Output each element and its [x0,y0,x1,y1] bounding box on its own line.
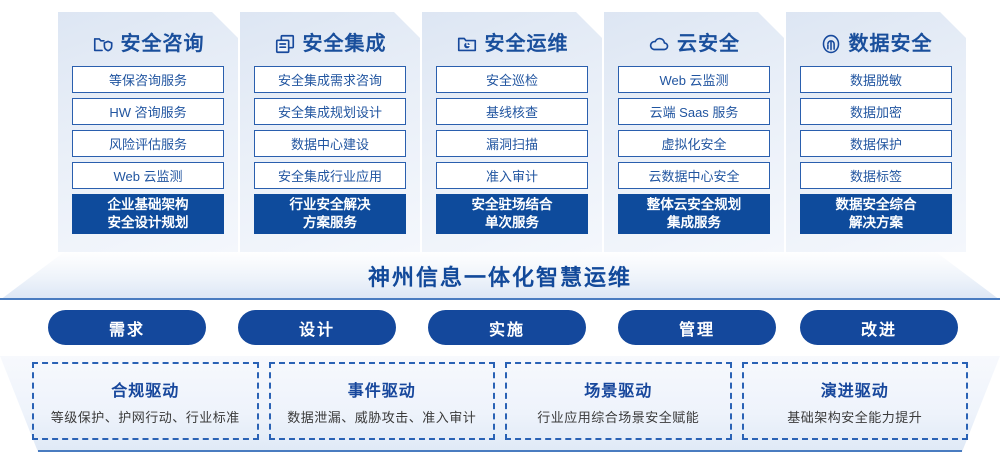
pillar-card-security-consulting[interactable]: 安全咨询 等保咨询服务 HW 咨询服务 风险评估服务 Web 云监测 企业基础架… [58,12,238,252]
driver-description: 数据泄漏、威胁攻击、准入审计 [287,409,477,425]
pillar-item[interactable]: 风险评估服务 [72,130,224,157]
pillar-highlight-item[interactable]: 整体云安全规划 集成服务 [618,194,770,234]
pillar-highlight-item[interactable]: 行业安全解决 方案服务 [254,194,406,234]
driver-title: 场景驱动 [584,382,653,400]
pillar-highlight-line: 单次服务 [485,215,539,230]
pillar-item[interactable]: 安全巡检 [436,66,588,93]
pillar-item[interactable]: 云数据中心安全 [618,162,770,189]
pillar-item-list: 数据脱敏 数据加密 数据保护 数据标签 数据安全综合 解决方案 [786,66,966,234]
pillar-highlight-item[interactable]: 企业基础架构 安全设计规划 [72,194,224,234]
fingerprint-icon [820,33,842,55]
pillar-highlight-line: 方案服务 [303,215,357,230]
pillar-item[interactable]: 漏洞扫描 [436,130,588,157]
driver-card-scenario[interactable]: 场景驱动 行业应用综合场景安全赋能 [505,362,732,440]
pillar-highlight-line: 数据安全综合 [835,197,917,213]
pillar-card-data-security[interactable]: 数据安全 数据脱敏 数据加密 数据保护 数据标签 数据安全综合 解决方案 [786,12,966,252]
pillar-item[interactable]: 安全集成需求咨询 [254,66,406,93]
driver-description: 基础架构安全能力提升 [787,409,923,425]
drivers-row: 合规驱动 等级保护、护网行动、行业标准 事件驱动 数据泄漏、威胁攻击、准入审计 … [0,362,1000,440]
stage-pill-management[interactable]: 管理 [618,310,776,345]
pillar-item[interactable]: 等保咨询服务 [72,66,224,93]
pillar-highlight-line: 整体云安全规划 [646,197,742,213]
banner-underline [0,298,1000,300]
pillar-header: 数据安全 [786,22,966,66]
pillar-highlight-line: 解决方案 [849,215,903,230]
pillar-item[interactable]: 安全集成行业应用 [254,162,406,189]
pillar-card-security-operations[interactable]: 安全运维 安全巡检 基线核查 漏洞扫描 准入审计 安全驻场结合 单次服务 [422,12,602,252]
driver-title: 事件驱动 [347,382,416,400]
driver-description: 行业应用综合场景安全赋能 [537,409,700,425]
pillar-header: 安全运维 [422,22,602,66]
pillar-header: 安全咨询 [58,22,238,66]
pillar-title: 安全集成 [302,33,387,55]
pillar-header: 云安全 [604,22,784,66]
pillar-item-list: 安全巡检 基线核查 漏洞扫描 准入审计 安全驻场结合 单次服务 [422,66,602,234]
pillar-highlight-line: 企业基础架构 [107,197,189,213]
pillar-item-list: 安全集成需求咨询 安全集成规划设计 数据中心建设 安全集成行业应用 行业安全解决… [240,66,420,234]
pillar-highlight-line: 安全设计规划 [107,215,189,230]
pillar-title: 安全咨询 [120,33,205,55]
pillar-item[interactable]: Web 云监测 [72,162,224,189]
pillar-item[interactable]: HW 咨询服务 [72,98,224,125]
platform-banner: 神州信息一体化智慧运维 [0,252,1000,300]
pillar-highlight-line: 集成服务 [667,215,721,230]
pillar-card-security-integration[interactable]: 安全集成 安全集成需求咨询 安全集成规划设计 数据中心建设 安全集成行业应用 行… [240,12,420,252]
driver-card-compliance[interactable]: 合规驱动 等级保护、护网行动、行业标准 [32,362,259,440]
pillar-highlight-line: 安全驻场结合 [471,197,553,213]
pillar-item[interactable]: 基线核查 [436,98,588,125]
pillar-card-cloud-security[interactable]: 云安全 Web 云监测 云端 Saas 服务 虚拟化安全 云数据中心安全 整体云… [604,12,784,252]
pillar-item[interactable]: 数据保护 [800,130,952,157]
pillar-item[interactable]: Web 云监测 [618,66,770,93]
pillar-header: 安全集成 [240,22,420,66]
stacked-documents-icon [274,33,296,55]
driver-title: 演进驱动 [820,382,889,400]
pillar-item[interactable]: 数据中心建设 [254,130,406,157]
pillar-item[interactable]: 安全集成规划设计 [254,98,406,125]
capability-pillars: 安全咨询 等保咨询服务 HW 咨询服务 风险评估服务 Web 云监测 企业基础架… [0,0,1000,262]
pillar-item[interactable]: 准入审计 [436,162,588,189]
pillar-item-list: 等保咨询服务 HW 咨询服务 风险评估服务 Web 云监测 企业基础架构 安全设… [58,66,238,234]
pillar-item-list: Web 云监测 云端 Saas 服务 虚拟化安全 云数据中心安全 整体云安全规划… [604,66,784,234]
pillar-title: 数据安全 [848,33,933,55]
drivers-underline [38,450,962,452]
pillar-highlight-line: 行业安全解决 [289,197,371,213]
drivers-band-background [0,356,1000,452]
stage-pill-design[interactable]: 设计 [238,310,396,345]
stage-pill-improvement[interactable]: 改进 [800,310,958,345]
platform-banner-title: 神州信息一体化智慧运维 [367,265,632,290]
pillar-title: 云安全 [677,33,740,55]
pillar-item[interactable]: 虚拟化安全 [618,130,770,157]
pillar-item[interactable]: 数据加密 [800,98,952,125]
cloud-icon [648,33,670,55]
driver-title: 合规驱动 [111,382,180,400]
folder-chart-icon [456,33,478,55]
driver-card-evolution[interactable]: 演进驱动 基础架构安全能力提升 [741,362,968,440]
pillar-title: 安全运维 [484,33,569,55]
driver-card-incident[interactable]: 事件驱动 数据泄漏、威胁攻击、准入审计 [268,362,495,440]
pillar-highlight-item[interactable]: 数据安全综合 解决方案 [800,194,952,234]
driver-description: 等级保护、护网行动、行业标准 [50,409,240,425]
pillar-highlight-item[interactable]: 安全驻场结合 单次服务 [436,194,588,234]
pillar-item[interactable]: 数据标签 [800,162,952,189]
folder-shield-icon [92,33,114,55]
stage-pill-implementation[interactable]: 实施 [428,310,586,345]
pillar-item[interactable]: 数据脱敏 [800,66,952,93]
stage-pill-requirements[interactable]: 需求 [48,310,206,345]
pillar-item[interactable]: 云端 Saas 服务 [618,98,770,125]
lifecycle-stage-row: 需求 设计 实施 管理 改进 [0,310,1000,348]
